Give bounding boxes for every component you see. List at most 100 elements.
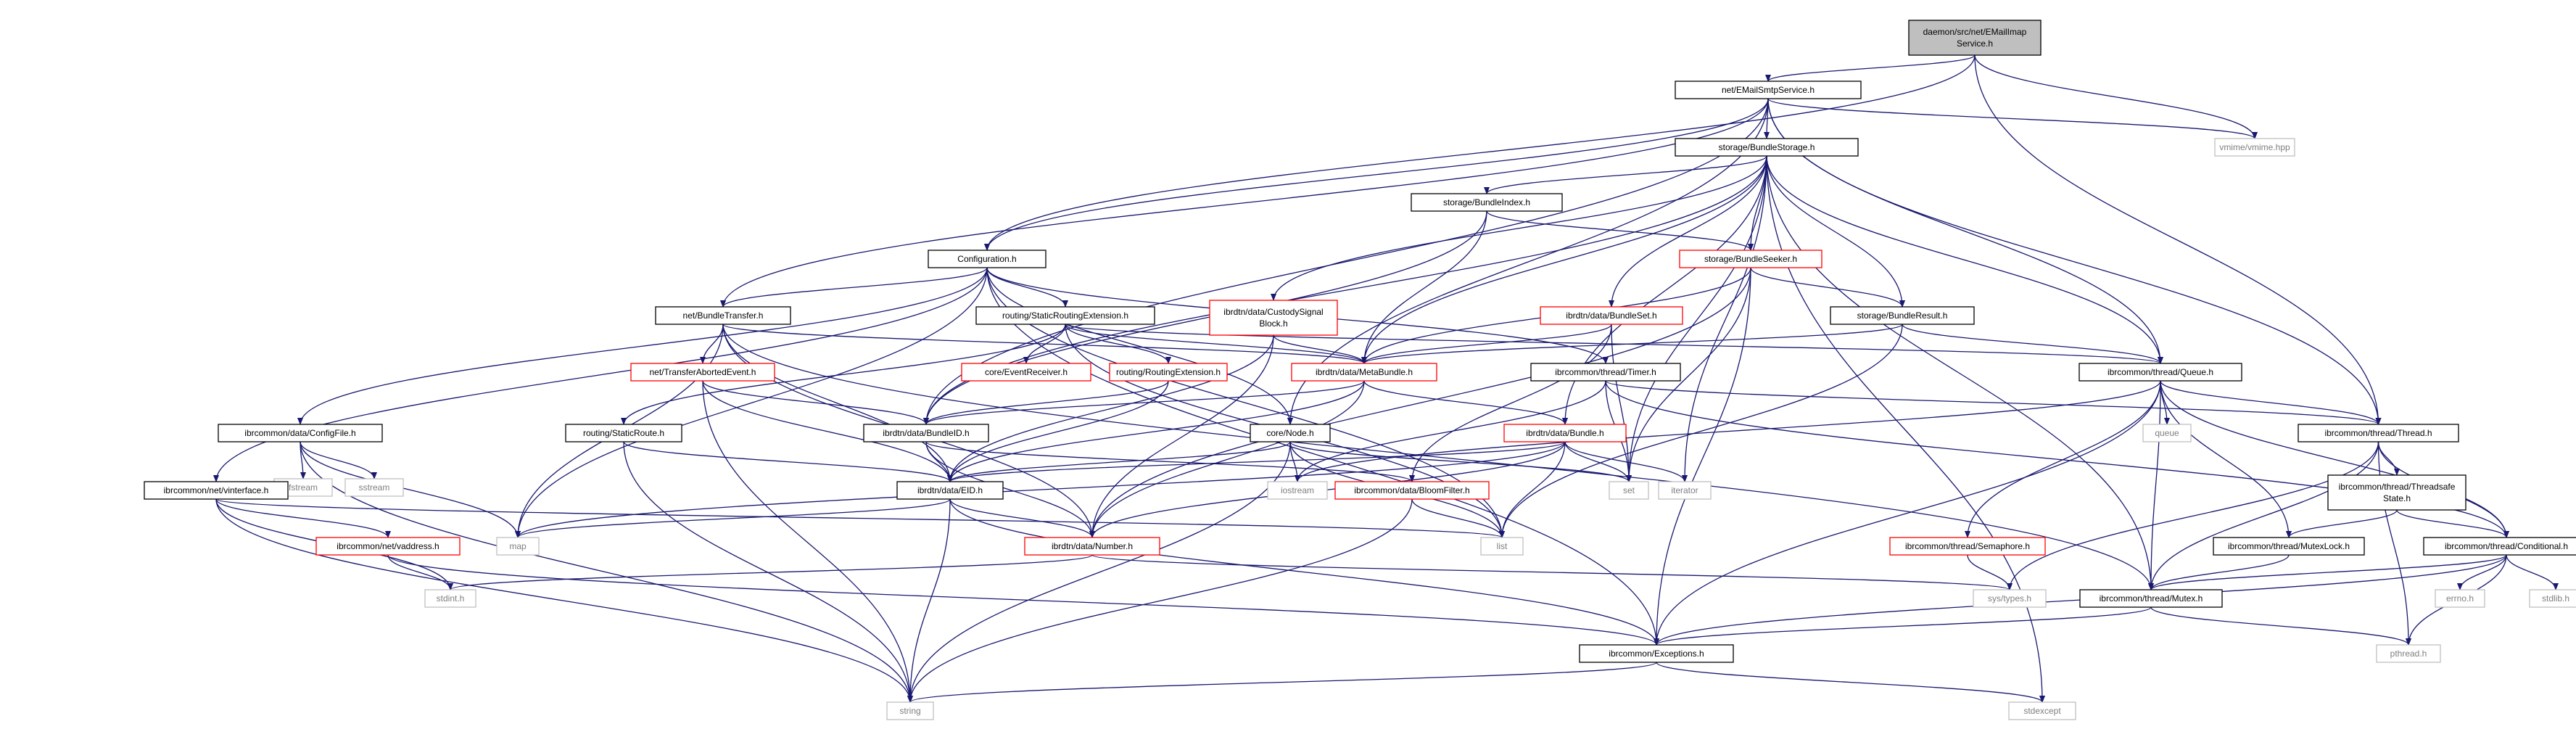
include-node[interactable]: ibrcommon/thread/Timer.h — [1530, 363, 1681, 382]
dependency-edge — [621, 324, 1066, 425]
node-label: iterator — [1671, 485, 1698, 495]
node-box — [1109, 363, 1228, 382]
include-node[interactable]: routing/StaticRoutingExtension.h — [975, 306, 1155, 325]
include-node[interactable]: vmime/vmime.hpp — [2214, 138, 2295, 157]
dependency-edge — [215, 498, 391, 538]
include-node[interactable]: stdint.h — [424, 589, 476, 608]
include-node[interactable]: storage/BundleSeeker.h — [1679, 250, 1822, 268]
node-label: storage/BundleStorage.h — [1719, 142, 1815, 152]
include-node[interactable]: routing/StaticRoute.h — [565, 424, 682, 442]
dependency-edge — [1499, 441, 1566, 538]
node-box — [315, 537, 461, 556]
include-node[interactable]: core/Node.h — [1250, 424, 1331, 442]
dependency-edge — [1089, 441, 1566, 538]
node-box — [961, 363, 1091, 382]
include-node[interactable]: Configuration.h — [928, 250, 1046, 268]
dependency-edge — [300, 441, 913, 703]
include-node[interactable]: storage/BundleResult.h — [1830, 306, 1975, 325]
include-node[interactable]: ibrdtn/data/EID.h — [896, 481, 1004, 500]
node-box — [1679, 250, 1822, 268]
include-node[interactable]: storage/BundleStorage.h — [1675, 138, 1859, 157]
dependency-edge — [2160, 380, 2509, 538]
include-node[interactable]: ibrcommon/net/vaddress.h — [315, 537, 461, 556]
node-label: ibrdtn/data/CustodySignal — [1223, 307, 1323, 317]
include-node[interactable]: errno.h — [2435, 589, 2485, 608]
node-label: core/EventReceiver.h — [985, 367, 1068, 377]
dependency-edge — [2150, 606, 2411, 646]
node-label: ibrcommon/thread/Mutex.h — [2100, 593, 2203, 604]
include-node[interactable]: string — [886, 701, 934, 720]
include-node[interactable]: net/BundleTransfer.h — [655, 306, 791, 325]
dependency-edge — [722, 324, 1367, 364]
node-box — [344, 478, 404, 497]
include-node[interactable]: ibrcommon/net/vinterface.h — [144, 481, 289, 500]
node-label: ibrdtn/data/BundleID.h — [883, 428, 969, 438]
dependency-edge — [1065, 324, 2163, 364]
include-node[interactable]: set — [1609, 481, 1649, 500]
include-node[interactable]: ibrcommon/thread/MutexLock.h — [2213, 537, 2365, 556]
include-node[interactable]: list — [1480, 537, 1524, 556]
include-node[interactable]: sys/types.h — [1973, 589, 2047, 608]
node-box — [144, 481, 289, 500]
dependency-edge — [984, 98, 1769, 251]
include-node[interactable]: pthread.h — [2376, 644, 2441, 663]
include-node[interactable]: routing/RoutingExtension.h — [1109, 363, 1228, 382]
dependency-edge — [1089, 380, 1365, 538]
node-label: net/EMailSmtpService.h — [1722, 85, 1815, 95]
node-box — [2298, 424, 2459, 442]
dependency-edge — [947, 380, 1365, 482]
dependency-edge — [447, 554, 1093, 590]
node-label: fstream — [289, 482, 318, 493]
include-node[interactable]: ibrcommon/thread/Semaphore.h — [1889, 537, 2046, 556]
dependency-edge — [907, 441, 1291, 703]
dependency-edge — [986, 267, 1293, 425]
node-box — [2079, 589, 2223, 608]
include-node[interactable]: stdexcept — [2008, 701, 2076, 720]
node-box — [896, 481, 1004, 500]
node-box — [1540, 306, 1683, 325]
include-node[interactable]: net/TransferAbortedEvent.h — [630, 363, 775, 382]
include-node[interactable]: ibrcommon/data/ConfigFile.h — [218, 424, 383, 442]
dependency-edge — [1654, 606, 2152, 646]
node-label: storage/BundleSeeker.h — [1704, 254, 1797, 264]
dependency-edge — [1065, 324, 1171, 364]
node-label: ibrcommon/net/vaddress.h — [337, 541, 439, 551]
node-label: Block.h — [1259, 318, 1287, 329]
dependency-edge — [720, 267, 988, 308]
include-node[interactable]: ibrdtn/data/Number.h — [1024, 537, 1160, 556]
include-node[interactable]: ibrcommon/thread/Conditional.h — [2423, 537, 2576, 556]
include-node[interactable]: ibrcommon/thread/Thread.h — [2298, 424, 2459, 442]
include-node[interactable]: stdlib.h — [2529, 589, 2576, 608]
include-node[interactable]: ibrdtn/data/BundleSet.h — [1540, 306, 1683, 325]
include-node[interactable]: map — [496, 537, 540, 556]
include-node[interactable]: ibrcommon/thread/Mutex.h — [2079, 589, 2223, 608]
dependency-edge — [1974, 54, 2258, 139]
dependency-edge — [907, 498, 1413, 703]
dependency-edge — [1361, 155, 1767, 364]
include-node[interactable]: core/EventReceiver.h — [961, 363, 1091, 382]
include-node[interactable]: ibrdtn/data/MetaBundle.h — [1291, 363, 1437, 382]
include-node[interactable]: net/EMailSmtpService.h — [1675, 81, 1862, 99]
include-node[interactable]: ibrcommon/Exceptions.h — [1579, 644, 1734, 663]
node-box — [565, 424, 682, 442]
dependency-edge — [722, 324, 2154, 590]
include-node[interactable]: iostream — [1267, 481, 1328, 500]
include-node[interactable]: storage/BundleIndex.h — [1411, 193, 1563, 212]
dependency-edge — [2160, 380, 2382, 425]
include-node[interactable]: ibrcommon/data/BloomFilter.h — [1334, 481, 1490, 500]
include-node[interactable]: queue — [2142, 424, 2192, 442]
dependency-edge — [2160, 380, 2292, 538]
dependency-edge — [1499, 324, 1903, 538]
node-label: vmime/vmime.hpp — [2219, 142, 2290, 152]
include-node[interactable]: ibrdtn/data/BundleID.h — [863, 424, 989, 442]
dependency-edge — [986, 267, 1068, 308]
node-label: Service.h — [1957, 38, 1993, 49]
node-box — [2213, 537, 2365, 556]
include-node[interactable]: ibrcommon/thread/Queue.h — [2078, 363, 2242, 382]
include-node[interactable]: iterator — [1658, 481, 1712, 500]
node-label: ibrcommon/data/ConfigFile.h — [244, 428, 355, 438]
include-node[interactable]: sstream — [344, 478, 404, 497]
include-node[interactable]: ibrdtn/data/Bundle.h — [1503, 424, 1627, 442]
